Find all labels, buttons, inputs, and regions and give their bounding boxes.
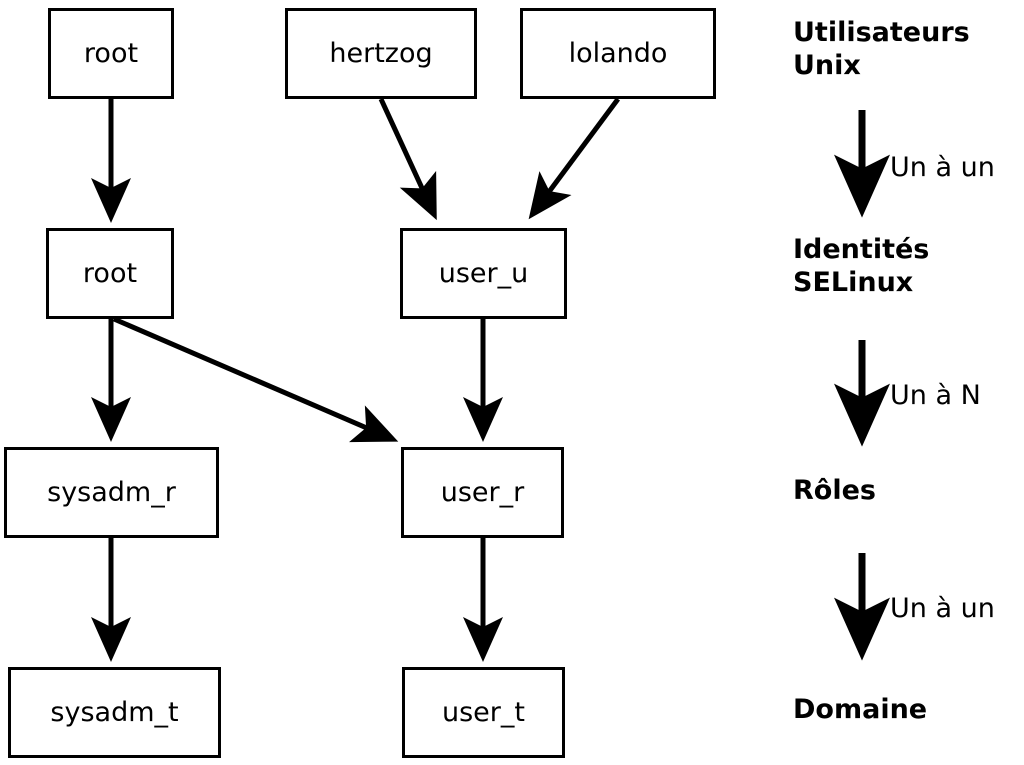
- legend-arrow-label-2: Un à N: [890, 380, 981, 411]
- node-label: root: [83, 38, 139, 69]
- legend-label-domaine: Domaine: [793, 694, 928, 725]
- node-label: hertzog: [329, 38, 433, 69]
- node-selinux-user_u[interactable]: user_u: [400, 228, 567, 319]
- node-label: user_u: [438, 258, 529, 289]
- legend-label-roles: Rôles: [793, 475, 876, 506]
- legend-arrow-label-3: Un à un: [890, 593, 995, 624]
- legend-label-selinux-identities: Identités SELinux: [793, 234, 930, 298]
- legend-arrow-label-1: Un à un: [890, 152, 995, 183]
- edge-root-to-user_r: [113, 316, 399, 443]
- legend-label-unix-users: Utilisateurs Unix: [793, 17, 970, 81]
- edge-hertzog-to-user_u: [378, 97, 437, 221]
- node-selinux-root[interactable]: root: [46, 228, 174, 319]
- node-unix-hertzog[interactable]: hertzog: [285, 8, 477, 99]
- node-unix-lolando[interactable]: lolando: [520, 8, 716, 99]
- edge-lolando-to-user_u: [528, 97, 621, 220]
- node-label: sysadm_t: [50, 697, 179, 728]
- node-role-sysadm_r[interactable]: sysadm_r: [4, 447, 219, 538]
- node-domain-sysadm_t[interactable]: sysadm_t: [8, 667, 221, 758]
- node-label: lolando: [568, 38, 668, 69]
- node-domain-user_t[interactable]: user_t: [402, 667, 565, 758]
- node-label: user_t: [442, 697, 525, 728]
- node-label: user_r: [440, 477, 525, 508]
- node-role-user_r[interactable]: user_r: [401, 447, 564, 538]
- node-label: sysadm_r: [47, 477, 176, 508]
- node-unix-root[interactable]: root: [48, 8, 174, 99]
- node-label: root: [82, 258, 138, 289]
